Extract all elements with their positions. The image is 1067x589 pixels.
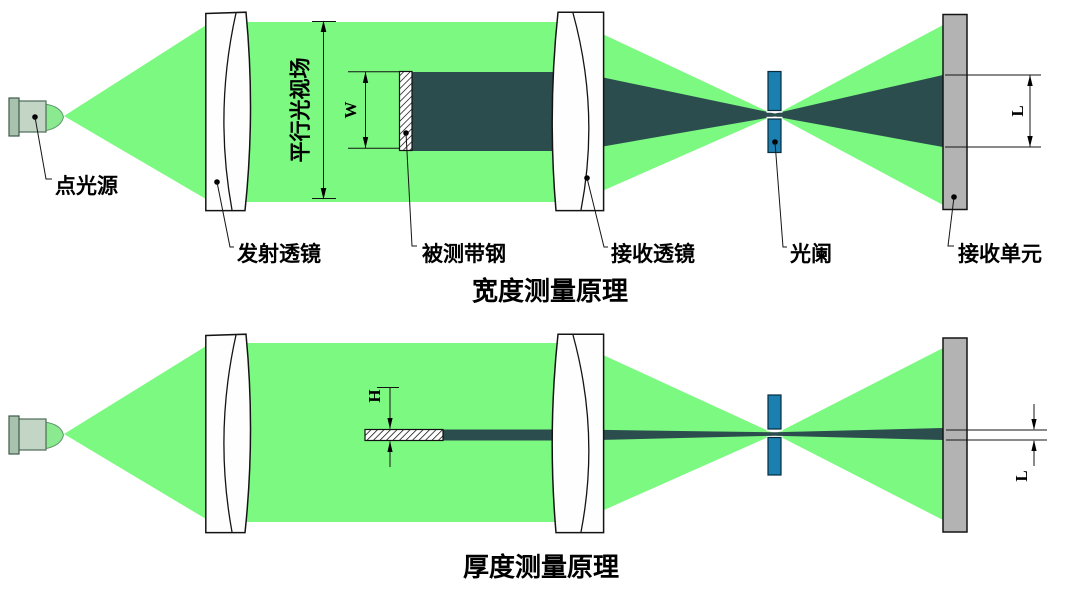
- beam-cone: [64, 343, 211, 522]
- receive-lens: [551, 11, 605, 212]
- receive-lens: [551, 333, 605, 534]
- dim-l-top: L: [945, 74, 1041, 148]
- dim-h-label: H: [365, 389, 384, 402]
- point-light-source: [8, 97, 65, 137]
- thickness-diagram: H L 厚度测量原理: [8, 333, 1047, 582]
- point-light-source: [8, 415, 65, 455]
- shadow-converging: [577, 72, 775, 151]
- source-flange: [8, 415, 20, 455]
- dim-w-label: W: [341, 102, 360, 119]
- dim-w: W: [341, 71, 399, 149]
- measured-strip-edge: [364, 428, 444, 442]
- receive-unit-label: 接收单元: [958, 242, 1042, 266]
- source-body: [17, 100, 47, 133]
- shadow-band: [404, 72, 577, 151]
- aperture-top-blade: [767, 70, 782, 112]
- emit-lens: [205, 333, 252, 534]
- source-tip: [43, 103, 65, 132]
- shadow-band: [438, 429, 577, 441]
- shadow-diverging: [775, 75, 943, 147]
- aperture: [766, 70, 783, 154]
- measured-strip: [398, 70, 413, 152]
- leader-measured-strip: 被测带钢: [403, 130, 506, 266]
- aperture-bottom-blade: [767, 436, 782, 476]
- source-tip: [43, 421, 65, 450]
- point-source-label: 点光源: [55, 174, 118, 198]
- dim-l-bottom-label: L: [1012, 470, 1031, 481]
- dim-l-top-label: L: [1008, 105, 1027, 116]
- aperture-bottom-blade: [767, 118, 782, 154]
- dim-l-bottom: L: [946, 404, 1047, 482]
- parallel-field-label: 平行光视场: [289, 58, 313, 163]
- measured-strip-label: 被测带钢: [422, 242, 506, 266]
- aperture-top-blade: [767, 394, 782, 430]
- source-body: [17, 418, 47, 451]
- emit-lens: [205, 11, 252, 212]
- receive-unit: [942, 13, 968, 211]
- leader-receive-unit: 接收单元: [947, 194, 1042, 266]
- aperture-label: 光阑: [789, 242, 832, 266]
- width-diagram-title: 宽度测量原理: [472, 276, 628, 306]
- leader-emit-lens: 发射透镜: [214, 179, 321, 266]
- shadow-converging: [577, 429, 775, 441]
- dim-h: H: [365, 387, 399, 467]
- aperture: [766, 394, 783, 476]
- thickness-diagram-title: 厚度测量原理: [463, 552, 619, 582]
- beam-cone: [64, 22, 211, 202]
- receive-lens-label: 接收透镜: [611, 242, 695, 266]
- leader-aperture: 光阑: [772, 139, 832, 266]
- leader-receive-lens: 接收透镜: [584, 175, 695, 266]
- receive-unit: [942, 337, 968, 533]
- width-diagram: 平行光视场 W L 点光源 发射透镜: [8, 11, 1042, 306]
- source-flange: [8, 97, 20, 137]
- dim-parallel-field: 平行光视场: [289, 20, 336, 200]
- leader-point-source: 点光源: [32, 114, 118, 198]
- emit-lens-label: 发射透镜: [236, 242, 321, 266]
- shadow-diverging: [775, 428, 943, 440]
